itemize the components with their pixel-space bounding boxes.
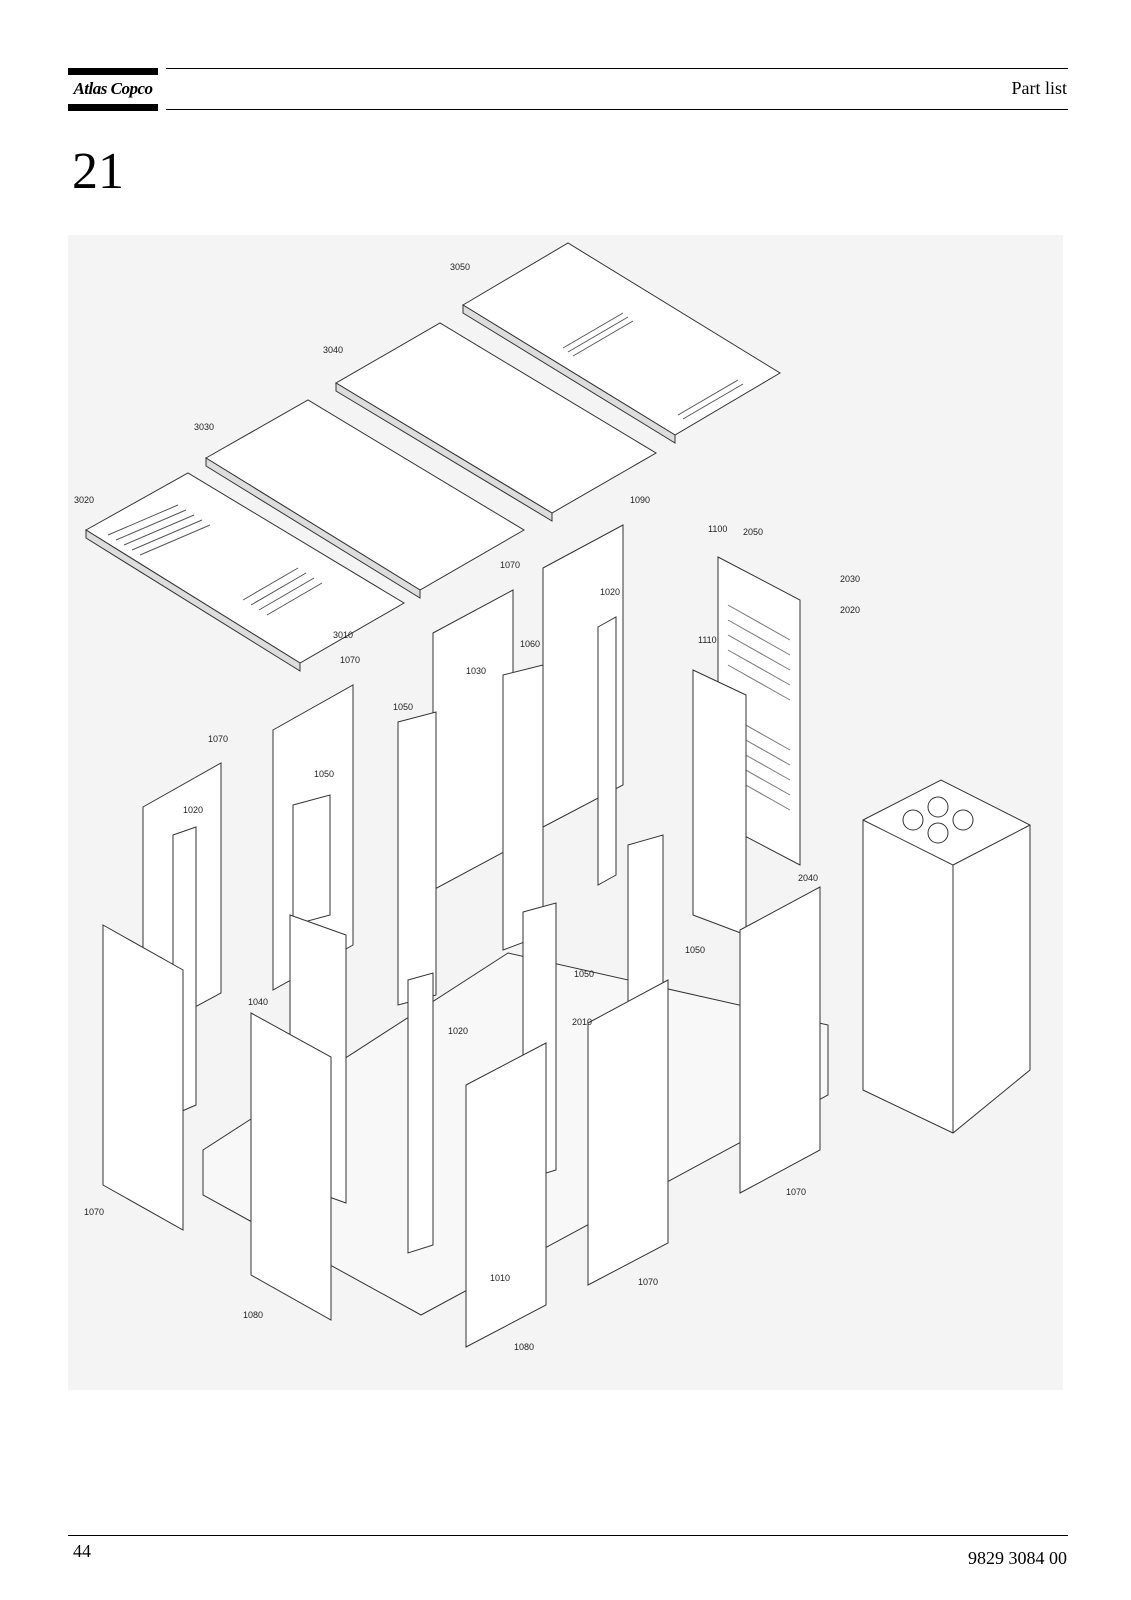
grille-1100 [727,604,791,811]
callout-1050-d: 1050 [685,945,705,955]
panel-1070-right [739,886,821,1194]
callout-labels: 3050 3040 3030 3020 3010 1090 1100 2050 … [74,262,860,1352]
callout-1020-c: 1020 [448,1026,468,1036]
callout-1020-a: 1020 [600,587,620,597]
panel-1070-front-right [587,979,669,1286]
exploded-view-drawing: 3050 3040 3030 3020 3010 1090 1100 2050 … [68,235,1063,1390]
vent-pattern-3050 [562,312,744,420]
callout-3030: 3030 [194,422,214,432]
callout-1110: 1110 [698,635,717,645]
figure-number: 21 [72,143,124,200]
panel-1080-front [465,1042,547,1348]
frame-1110 [692,669,747,936]
callout-1050-c: 1050 [574,969,594,979]
callout-3040: 3040 [323,345,343,355]
logo-bottom-bar [68,104,158,111]
callout-1060: 1060 [520,639,540,649]
logo-wordmark: Atlas Copco [73,79,153,98]
callout-1070-c: 1070 [208,734,228,744]
callout-1070-d: 1070 [84,1207,104,1217]
callout-1090: 1090 [630,495,650,505]
callout-2040: 2040 [798,873,818,883]
callout-1050-a: 1050 [393,702,413,712]
page-number: 44 [73,1541,91,1561]
callout-1070-b: 1070 [340,655,360,665]
callout-1070-f: 1070 [786,1187,806,1197]
callout-1040: 1040 [248,997,268,1007]
post-1050-left [292,794,331,926]
callout-2030: 2030 [840,574,860,584]
panel-1080-left [250,1012,332,1321]
header-rule-top [166,68,1068,69]
section-title: Part list [1011,78,1067,98]
enclosure-box [862,779,1031,1134]
footer-rule [68,1535,1068,1536]
callout-3050: 3050 [450,262,470,272]
post-1030-1060 [502,664,544,951]
fan-hole-4 [927,822,949,844]
panel-1070-front-left [102,924,184,1231]
callout-2050: 2050 [743,527,763,537]
callout-2010: 2010 [572,1017,592,1027]
roof-panels [85,242,781,672]
fan-hole-3 [952,809,974,831]
header-rule-bottom [166,109,1068,110]
panel-1070-center [432,589,514,891]
callout-1080-b: 1080 [514,1342,534,1352]
callout-1070-e: 1070 [638,1277,658,1287]
callout-1080-a: 1080 [243,1310,263,1320]
callout-1050-b: 1050 [314,769,334,779]
post-1020-back [597,616,617,886]
callout-1010: 1010 [490,1273,510,1283]
vent-pattern-3020 [107,504,323,616]
fan-hole-2 [927,796,949,818]
fan-hole-1 [902,809,924,831]
logo-top-bar [68,68,158,75]
document-number: 9829 3084 00 [968,1548,1067,1568]
atlas-copco-logo: Atlas Copco [68,68,158,111]
callout-2020: 2020 [840,605,860,615]
callout-1070-a: 1070 [500,560,520,570]
exploded-view-svg: 3050 3040 3030 3020 3010 1090 1100 2050 … [74,242,1031,1352]
post-1050 [397,711,437,1006]
wall-panels [102,524,1031,1348]
callout-3020: 3020 [74,495,94,505]
callout-1100: 1100 [708,524,727,534]
callout-3010: 3010 [333,630,353,640]
callout-1020-b: 1020 [183,805,203,815]
callout-1030: 1030 [466,666,486,676]
post-1020-front [407,972,434,1254]
